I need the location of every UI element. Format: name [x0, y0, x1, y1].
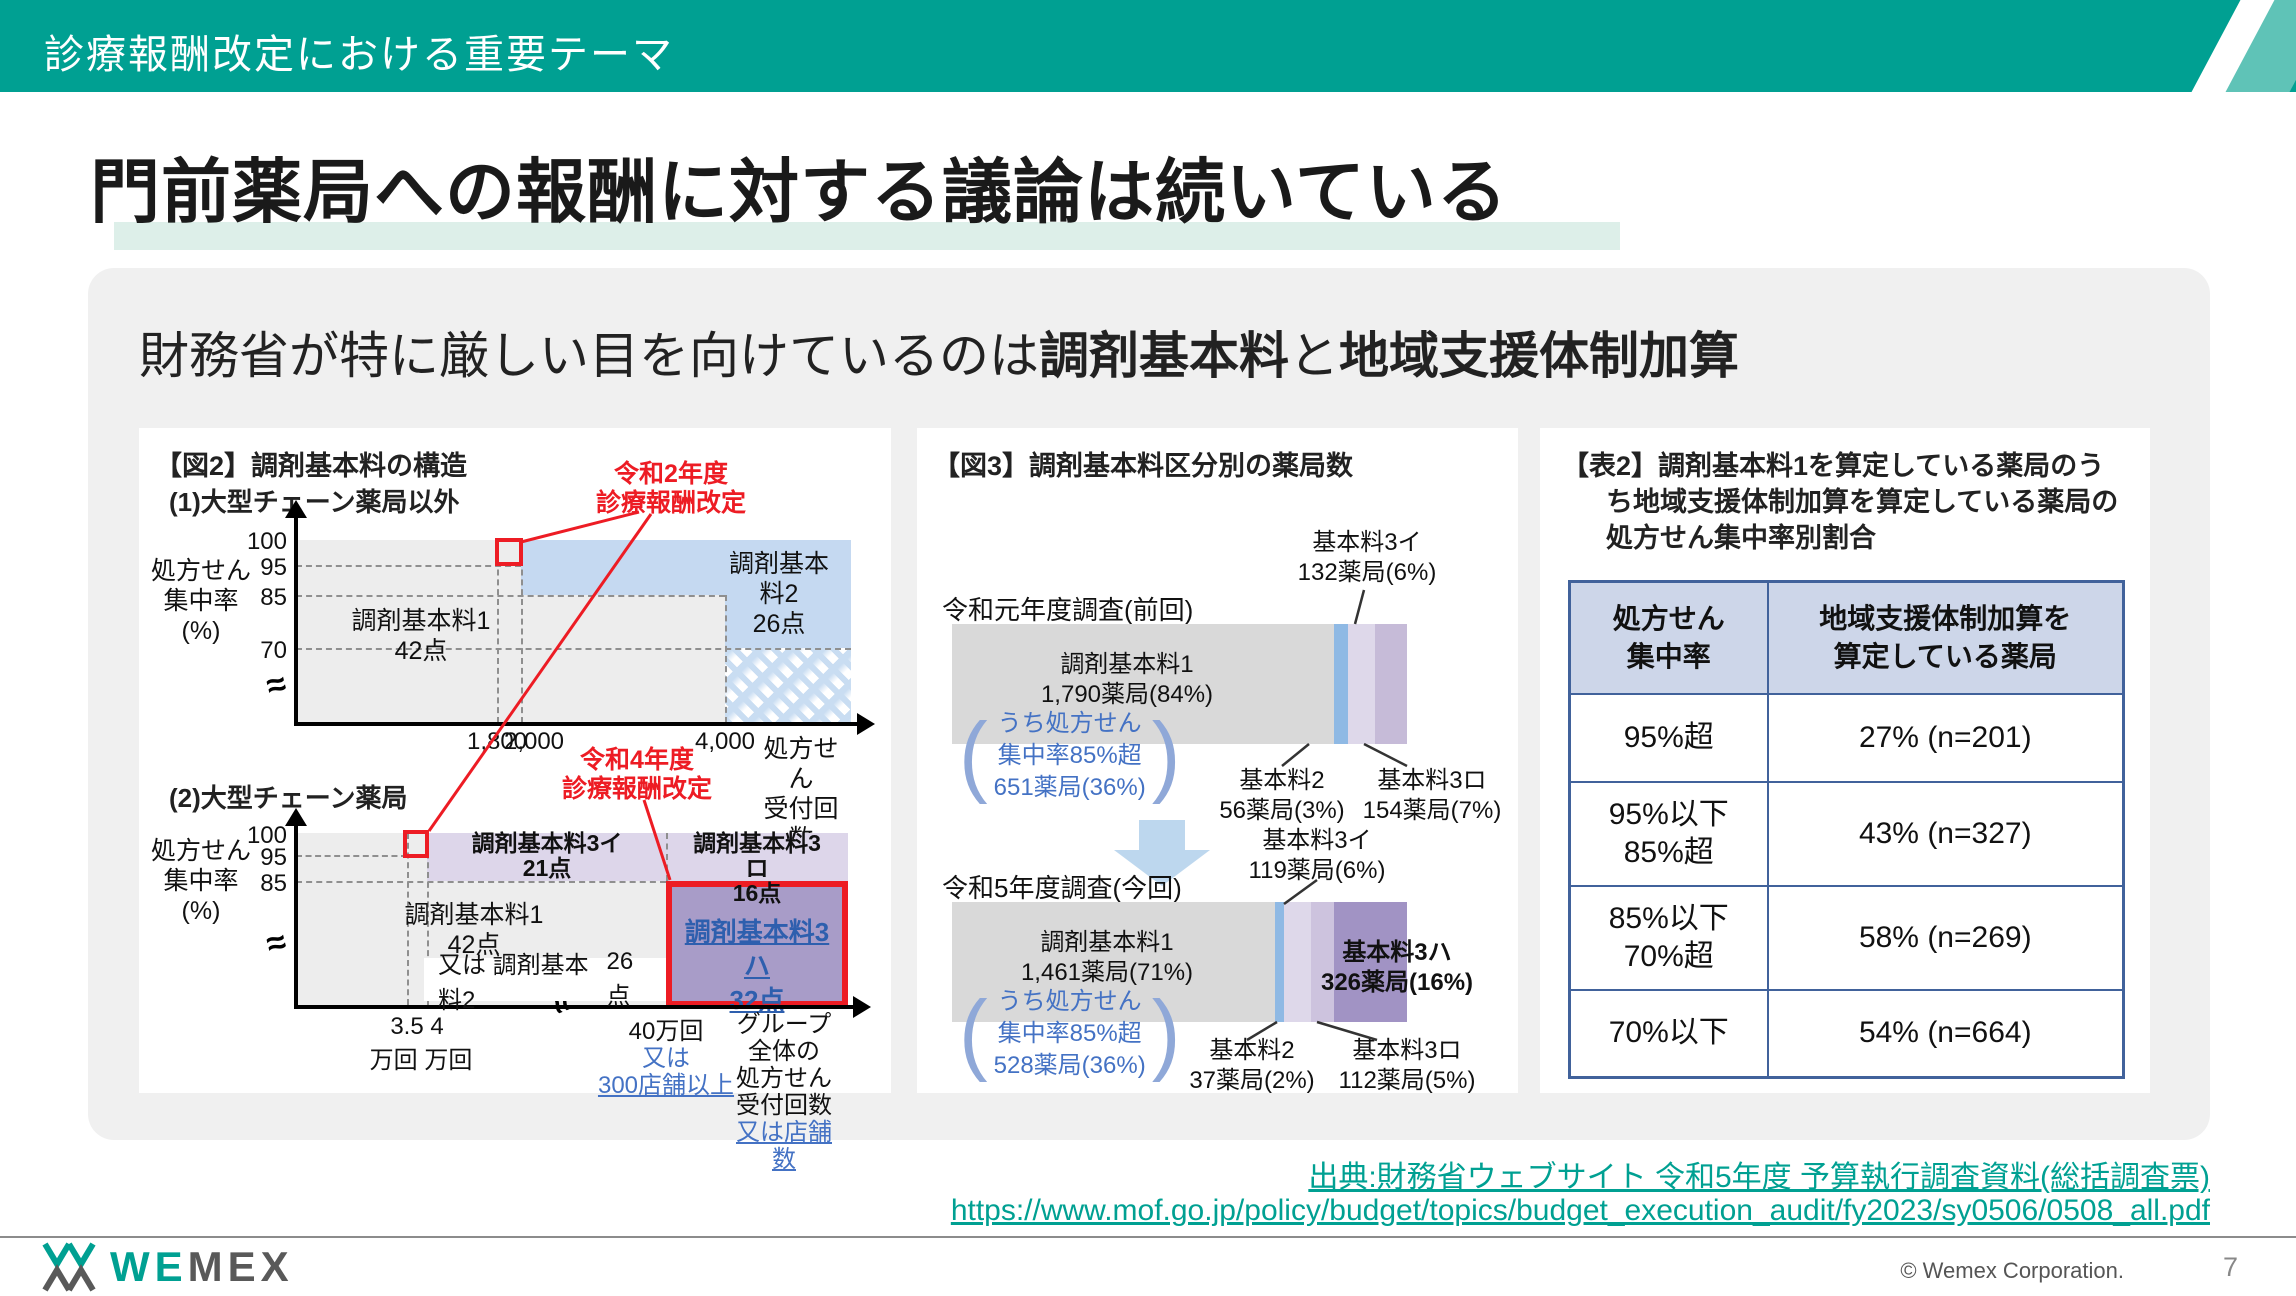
table2-row2-range: 85%以下 70%超	[1568, 884, 1769, 991]
fig2-c1-area-base2b	[725, 595, 851, 648]
header-bar: 診療報酬改定における重要テーマ	[0, 0, 2296, 92]
fig3-survey2-label: 令和5年度調査(今回)	[942, 873, 1182, 903]
panel-fig3: 【図3】調剤基本料区分別の薬局数 基本料3イ 132薬局(6%) 令和元年度調査…	[917, 428, 1518, 1094]
footer-divider	[0, 1236, 2296, 1238]
fig2-c2-x-axis	[294, 1005, 856, 1009]
page-title: 門前薬局への報酬に対する議論は続いている	[90, 153, 1508, 231]
fig3-s2-label-3ha: 基本料3ハ 326薬局(16%)	[1320, 939, 1474, 996]
fig2-c2-redbox	[403, 830, 429, 858]
fig3-s1-seg-base1	[952, 624, 1334, 744]
fig3-s2-seg-3ro	[1311, 902, 1334, 1022]
fig3-s2-seg-base2	[1275, 902, 1284, 1022]
table2-col2-header: 地域支援体制加算を 算定している薬局	[1766, 580, 2125, 695]
table2-title: 【表2】調剤基本料1を算定している薬局のうち地域支援体制加算を算定している薬局の…	[1562, 451, 2119, 553]
table2-row0-value: 27% (n=201)	[1766, 692, 2125, 783]
wemex-logo: WEMEX	[40, 1242, 294, 1292]
table2-row3-range: 70%以下	[1568, 988, 1769, 1079]
fig3-s2-bar	[952, 902, 1407, 1022]
subtitle: 財務省が特に厳しい目を向けているのは調剤基本料と地域支援体制加算	[139, 316, 1739, 388]
source-citation-link[interactable]: 出典:財務省ウェブサイト 令和5年度 予算執行調査資料(総括調査票)	[1308, 1161, 2210, 1194]
fig3-s1-bracket: ( うち処方せん 集中率85%超 651薬局(36%) )	[959, 704, 1181, 806]
fig2-c1-y-axis	[294, 516, 298, 725]
fig2-title: 【図2】調剤基本料の構造	[155, 451, 468, 481]
fig3-s1-bar	[952, 624, 1407, 744]
table2-row2-value: 58% (n=269)	[1766, 884, 2125, 991]
fig2-c2-3i-label: 調剤基本料3イ 21点	[471, 830, 623, 881]
heading-highlight-bar	[114, 222, 1620, 250]
fig2-c2-3ha-label: 調剤基本料3ハ 32点	[684, 917, 830, 1015]
table2: 処方せん 集中率 地域支援体制加算を 算定している薬局 95%超 27% (n=…	[1568, 580, 2125, 1079]
table2-row1-range: 95%以下 85%超	[1568, 780, 1769, 887]
table-row: 95%超 27% (n=201)	[1568, 692, 2125, 783]
fig3-s1-seg-3i	[1348, 624, 1375, 744]
subtitle-strong-2: 地域支援体制加算	[1339, 328, 1739, 384]
table-row: 85%以下 70%超 58% (n=269)	[1568, 884, 2125, 991]
table-row: 70%以下 54% (n=664)	[1568, 988, 2125, 1079]
copyright-text: © Wemex Corporation.	[1900, 1258, 2124, 1283]
fig3-down-arrow	[1139, 820, 1185, 850]
fig2-c1-y-label: 処方せん 集中率 (%)	[150, 557, 252, 645]
fig3-s2-callout-3i: 基本料3イ 119薬局(6%)	[1248, 827, 1386, 884]
wemex-logo-text: WEMEX	[110, 1243, 294, 1290]
fig2-c1-base1-label: 調剤基本料1 42点	[351, 607, 491, 665]
fig2-c2-y-label: 処方せん 集中率 (%)	[150, 837, 252, 925]
source-url-link[interactable]: https://www.mof.go.jp/policy/budget/topi…	[950, 1194, 2210, 1227]
table2-row3-value: 54% (n=664)	[1766, 988, 2125, 1079]
fig2-c1-redbox	[495, 538, 523, 566]
fig3-s1-seg-3ro	[1375, 624, 1407, 744]
table2-row0-range: 95%超	[1568, 692, 1769, 783]
fig2-c2-yaxis-break: ≈	[262, 922, 290, 964]
fig2-c1-axis-break: ≈	[262, 664, 290, 706]
fig2-c1-area-base1b	[521, 595, 725, 723]
table-row: 95%以下 85%超 43% (n=327)	[1568, 780, 2125, 887]
panel-table2: 【表2】調剤基本料1を算定している薬局のうち地域支援体制加算を算定している薬局の…	[1540, 428, 2150, 1093]
slide-kicker-title: 診療報酬改定における重要テーマ	[44, 33, 674, 77]
fig3-s2-callout-3ro: 基本料3ロ 112薬局(5%)	[1338, 1037, 1476, 1094]
fig2-c1-base2-label: 調剤基本料2 26点	[728, 550, 829, 638]
table2-row1-value: 43% (n=327)	[1766, 780, 2125, 887]
fig3-s1-bar-label: 調剤基本料1 1,790薬局(84%)	[1040, 651, 1214, 708]
fig2-c2-3ro-label: 調剤基本料3ロ 16点	[693, 830, 821, 906]
fig2-c2-area-3i	[427, 833, 666, 881]
fig3-s2-bracket: ( うち処方せん 集中率85%超 528薬局(36%) )	[959, 982, 1181, 1084]
fig3-s1-callout-base2: 基本料2 56薬局(3%)	[1219, 767, 1345, 824]
fig3-title: 【図3】調剤基本料区分別の薬局数	[933, 451, 1354, 481]
subtitle-pre: 財務省が特に厳しい目を向けているのは	[139, 328, 1039, 384]
fig2-c2-area-3ha: 調剤基本料3ハ 32点	[666, 881, 848, 1015]
fig3-s1-seg-base2	[1334, 624, 1348, 744]
fig2-c2-or-base2-box: 又は 調剤基本料2 26点	[424, 948, 666, 1014]
fig2-c2-group-label: グループ全体の 処方せん受付回数 又は店舗数	[736, 1011, 832, 1173]
fig2-c2-y-axis	[294, 824, 298, 1009]
fig3-s2-seg-3ha	[1334, 902, 1407, 1022]
fig2-annotation-reiwa4: 令和4年度 診療報酬改定	[561, 746, 713, 803]
subtitle-mid: と	[1289, 328, 1339, 384]
fig2-c1-x-axis	[294, 722, 860, 726]
fig3-s2-bar-label: 調剤基本料1 1,461薬局(71%)	[1020, 929, 1194, 986]
panel-fig2: 【図2】調剤基本料の構造 (1)大型チェーン薬局以外 令和2年度 診療報酬改定 …	[139, 428, 891, 1173]
fig2-c2-area-3ro	[666, 833, 848, 881]
subtitle-strong-1: 調剤基本料	[1039, 328, 1289, 384]
fig2-annotation-reiwa2: 令和2年度 診療報酬改定	[595, 460, 747, 517]
fig3-s1-callout-3i: 基本料3イ 132薬局(6%)	[1297, 529, 1437, 586]
fig2-c1-area-diamond	[725, 648, 851, 723]
fig2-chart1-subtitle: (1)大型チェーン薬局以外	[169, 487, 460, 517]
fig2-c2-base1-label: 調剤基本料1 42点	[404, 901, 544, 959]
page-number: 7	[2222, 1252, 2238, 1282]
fig3-survey1-label: 令和元年度調査(前回)	[942, 595, 1194, 625]
fig3-s2-callout-base2: 基本料2 37薬局(2%)	[1189, 1037, 1315, 1094]
fig3-s2-seg-3i	[1284, 902, 1311, 1022]
table2-col1-header: 処方せん 集中率	[1568, 580, 1769, 695]
fig3-s2-seg-base1	[952, 902, 1275, 1022]
wemex-logo-icon	[42, 1242, 96, 1292]
fig3-s1-callout-3ro: 基本料3ロ 154薬局(7%)	[1362, 767, 1502, 824]
